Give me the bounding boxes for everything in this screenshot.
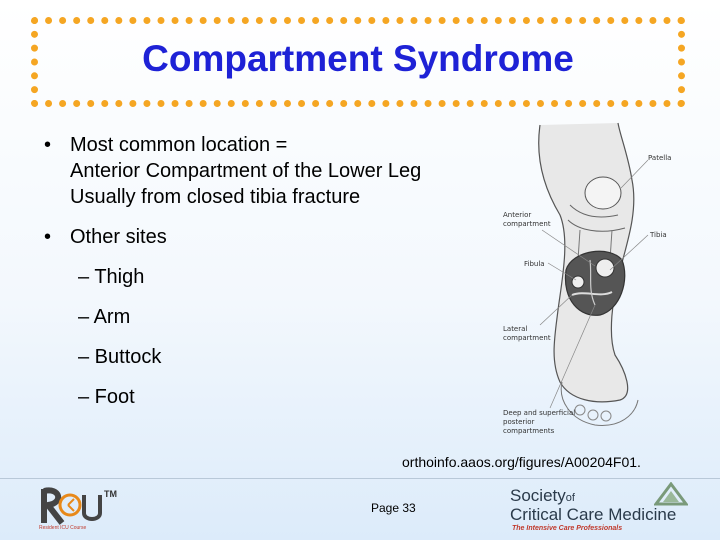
label-deep-2: posterior: [503, 418, 535, 426]
ricu-tm: TM: [104, 489, 117, 499]
sub-item-arm: – Arm: [78, 306, 131, 328]
leg-anatomy-figure: Patella Anterior compartment Tibia Fibul…: [503, 122, 671, 435]
bullet-1-line-3: Usually from closed tibia fracture: [70, 186, 361, 208]
bullet-1: • Most common location = Anterior Compar…: [44, 132, 504, 210]
label-anterior-2: compartment: [503, 220, 551, 228]
sub-item-thigh: – Thigh: [78, 266, 145, 288]
sccm-line-2: Critical Care Medicine: [510, 505, 677, 524]
sccm-triangle-icon: [654, 482, 688, 506]
bullet-list: • Most common location = Anterior Compar…: [44, 132, 504, 424]
label-lateral-1: Lateral: [503, 325, 527, 333]
slide-title: Compartment Syndrome: [142, 38, 574, 79]
bullet-dot: •: [44, 226, 52, 248]
sccm-of: of: [565, 492, 575, 504]
bullet-2-text: Other sites: [70, 226, 167, 248]
label-fibula: Fibula: [524, 260, 545, 268]
sccm-line-1: Societyof: [510, 486, 575, 506]
footer-divider: [0, 478, 720, 479]
bullet-2: • Other sites: [44, 224, 504, 250]
patella-shape: [584, 176, 622, 210]
sccm-logo: Societyof Critical Care Medicine The Int…: [506, 482, 696, 534]
label-deep-1: Deep and superficial: [503, 409, 575, 417]
title-frame: Compartment Syndrome: [31, 17, 685, 107]
sub-item-buttock: – Buttock: [78, 346, 162, 368]
bullet-1-line-2: Anterior Compartment of the Lower Leg: [70, 160, 422, 182]
bullet-dot: •: [44, 134, 52, 156]
ricu-logo: TM Resident ICU Course: [39, 487, 117, 531]
sub-list: – Thigh – Arm – Buttock – Foot: [78, 264, 504, 410]
ricu-subtitle: Resident ICU Course: [39, 525, 86, 531]
label-lateral-2: compartment: [503, 334, 551, 342]
bullet-1-line-1: Most common location =: [70, 134, 288, 156]
figure-caption: orthoinfo.aaos.org/figures/A00204F01.: [402, 454, 641, 470]
page-number: Page 33: [371, 501, 416, 515]
sccm-line-3: The Intensive Care Professionals: [512, 525, 623, 532]
foot-outline: [560, 381, 639, 426]
label-tibia: Tibia: [649, 231, 667, 239]
label-anterior-1: Anterior: [503, 211, 531, 219]
label-patella: Patella: [648, 154, 671, 162]
sccm-society: Society: [510, 486, 566, 505]
sub-item-foot: – Foot: [78, 386, 135, 408]
label-deep-3: compartments: [503, 427, 555, 435]
